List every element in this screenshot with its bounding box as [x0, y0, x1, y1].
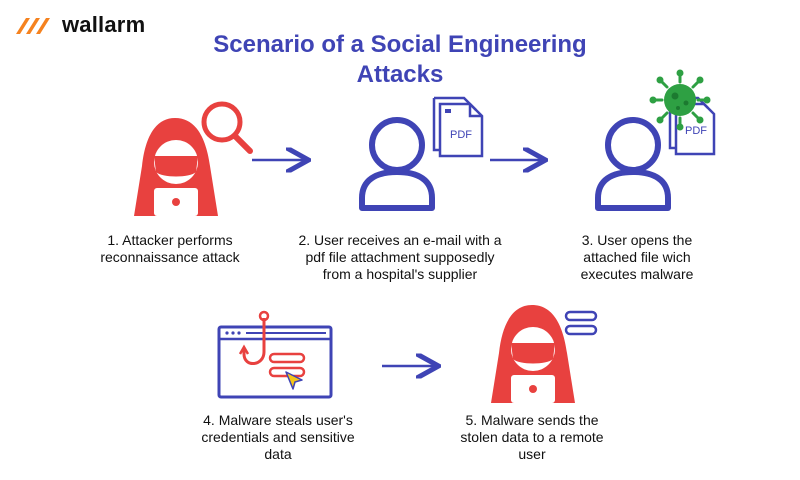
- cursor-icon: [285, 371, 303, 390]
- step-3-caption: 3. User opens the attached file wich exe…: [580, 232, 694, 282]
- step-2-caption: 2. User receives an e-mail with a pdf fi…: [298, 232, 502, 282]
- pdf-label: PDF: [450, 129, 472, 141]
- virus-icon: [649, 69, 711, 131]
- step-4-caption: 4. Malware steals user's credentials and…: [201, 412, 355, 462]
- infected-pdf-icon: PDF: [668, 96, 716, 156]
- page-title: Scenario of a Social Engineering Attacks: [150, 30, 650, 90]
- magnifier-icon: [201, 101, 253, 154]
- hacker-icon: [134, 118, 218, 216]
- pdf-label: PDF: [685, 125, 707, 137]
- title-line-2: Attacks: [356, 61, 444, 88]
- hacker-icon: [491, 305, 575, 403]
- fishing-hook-icon: [238, 310, 270, 365]
- brand-name: wallarm: [62, 12, 146, 37]
- title-line-1: Scenario of a Social Engineering: [213, 31, 587, 58]
- step-1-caption: 1. Attacker performs reconnaissance atta…: [100, 232, 240, 265]
- step-5-caption: 5. Malware sends the stolen data to a re…: [460, 412, 604, 462]
- pdf-file-icon: PDF: [432, 96, 484, 158]
- user-icon: [359, 117, 435, 211]
- user-icon: [595, 117, 671, 211]
- stolen-data-icon: [564, 310, 598, 336]
- brand: wallarm: [14, 12, 145, 38]
- wallarm-logo-icon: [16, 18, 50, 34]
